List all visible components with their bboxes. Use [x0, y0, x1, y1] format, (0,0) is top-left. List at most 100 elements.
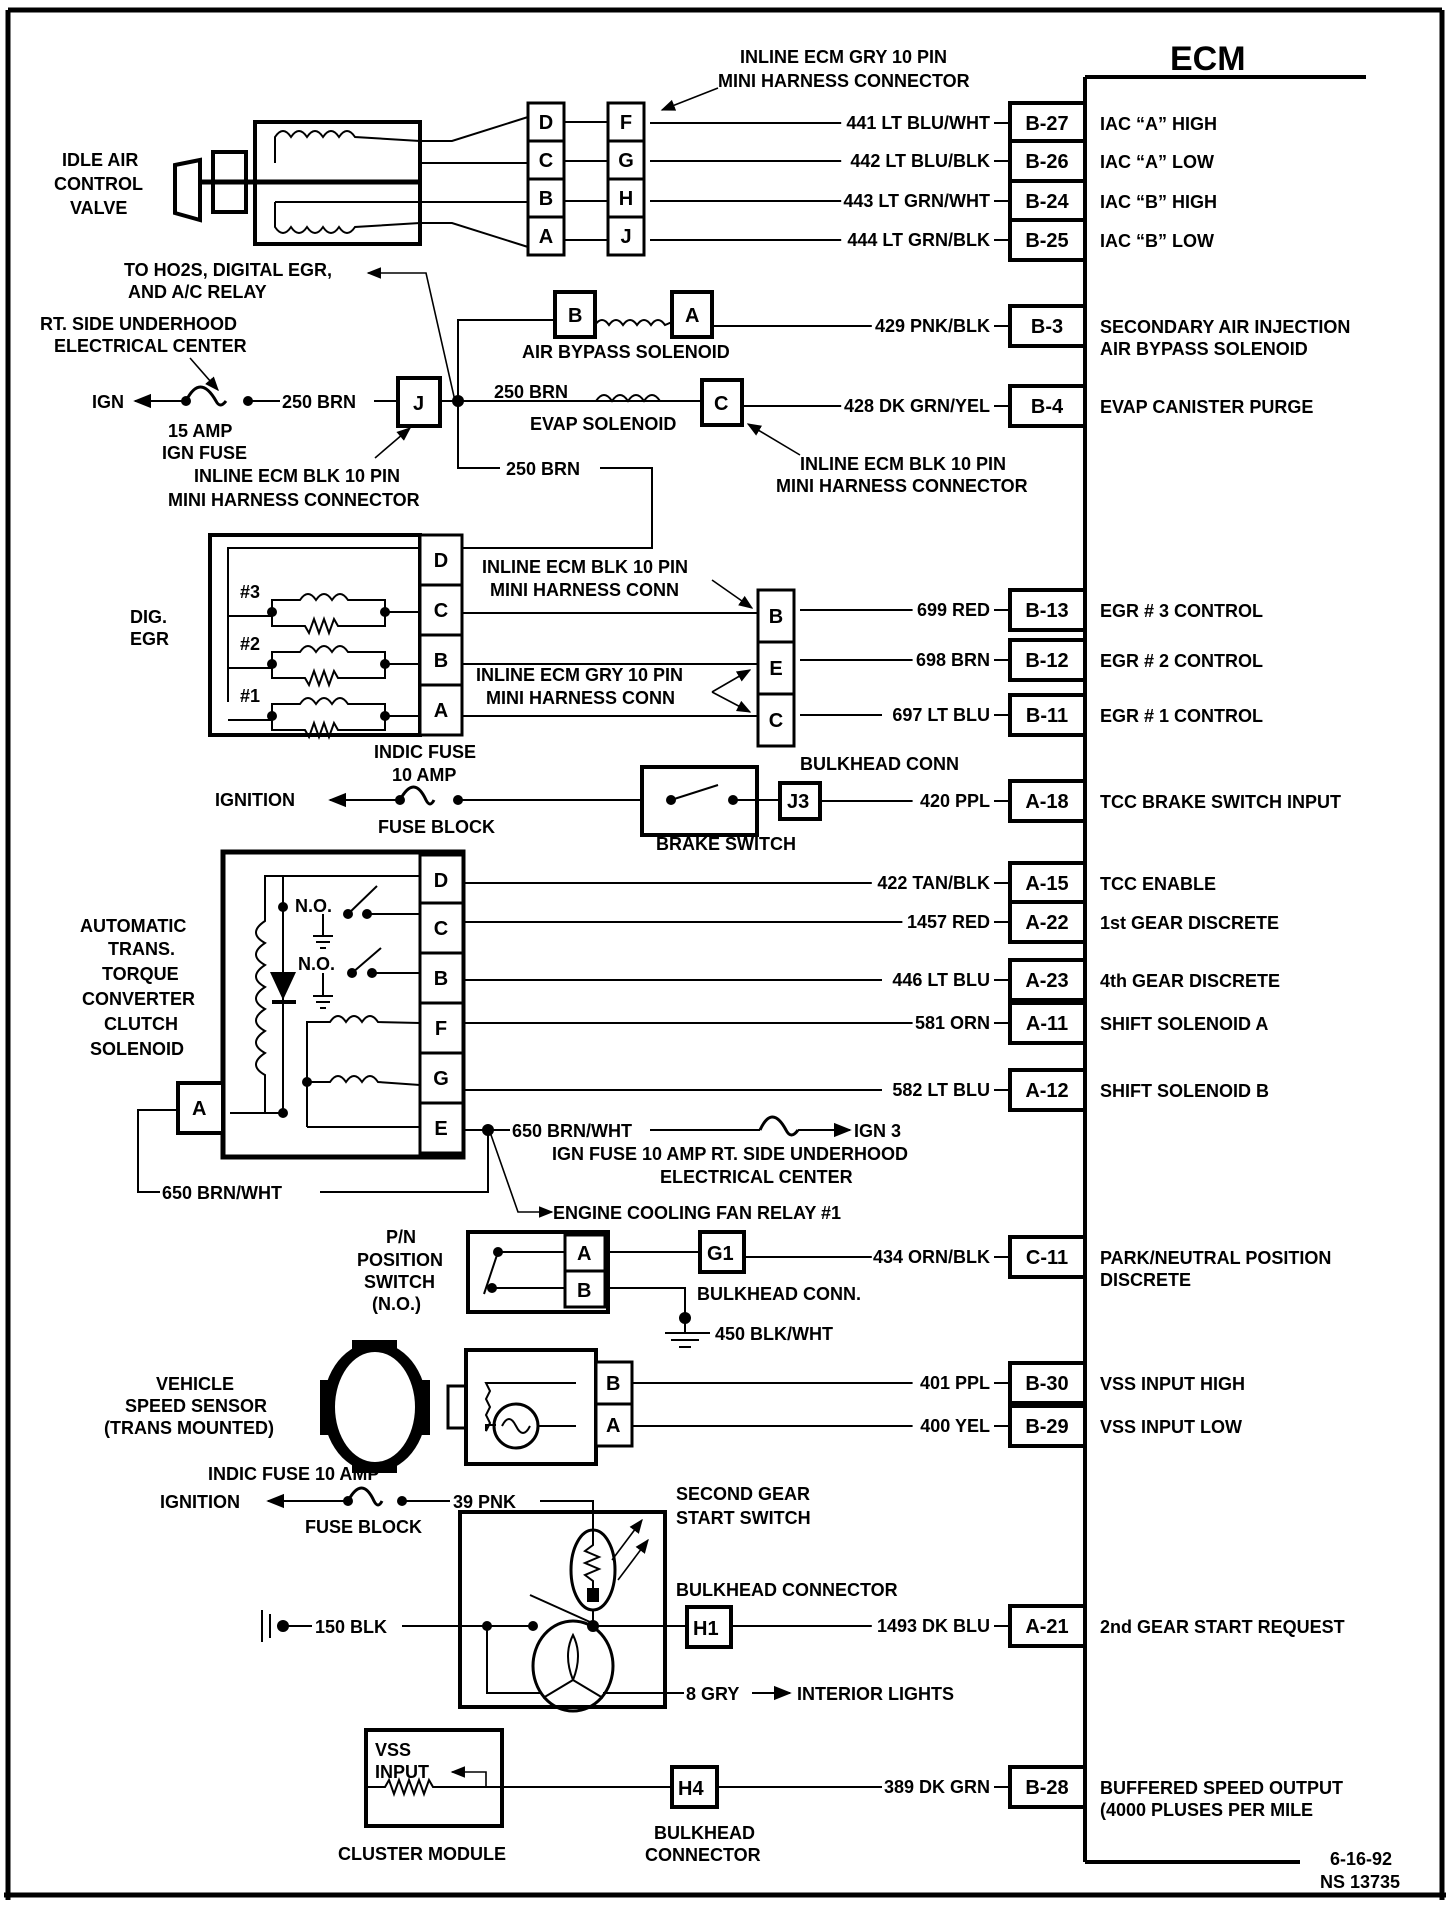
egr-feed-wire-label: 250 BRN [506, 459, 580, 479]
outer-frame [4, 7, 1446, 1900]
ecm-pin-function: EGR # 1 CONTROL [1100, 706, 1263, 726]
egr-blk-conn-label-line2: MINI HARNESS CONN [490, 580, 679, 600]
egr-label-line2: EGR [130, 629, 169, 649]
air-bypass-pin-b: B [568, 305, 582, 327]
valve-pintle-icon [173, 157, 202, 223]
iac-conn1-pin-box [526, 215, 566, 257]
cluster-body [364, 1728, 504, 1828]
egr-solenoid-label: #3 [240, 582, 260, 602]
wire-label: 444 LT GRN/BLK [847, 230, 990, 250]
pn-ground-wire-label: 450 BLK/WHT [715, 1324, 833, 1344]
iac-conn2-label-line2: MINI HARNESS CONNECTOR [718, 71, 970, 91]
wire-label: 428 DK GRN/YEL [844, 396, 990, 416]
egr-conn-pin-box [418, 683, 464, 737]
egr-gry-conn-label-line2: MINI HARNESS CONN [486, 688, 675, 708]
interior-lights-label: INTERIOR LIGHTS [797, 1684, 954, 1704]
ecm-pin-box [1008, 588, 1087, 632]
ecm-pin-box [1008, 638, 1087, 682]
ecm-pin-function: IAC “A” HIGH [1100, 114, 1217, 134]
ecm-pin-function: IAC “B” HIGH [1100, 192, 1217, 212]
iac-label-line1: IDLE AIR [62, 150, 138, 170]
brake-fuse-label-line1: INDIC FUSE [374, 742, 476, 762]
egr-gry-conn-label-line1: INLINE ECM GRY 10 PIN [476, 665, 683, 685]
egr-resistor-icon [271, 712, 386, 740]
ecm-pin-box [1008, 900, 1087, 944]
pn-label-line3: SWITCH [364, 1272, 435, 1292]
iac-conn1-pin-c: C [539, 150, 553, 172]
tcc-pin-g: G [433, 1068, 449, 1090]
egr-conn-pin-box [418, 633, 464, 687]
iac-conn2-pin-box [606, 215, 646, 257]
iac-conn2-pin-box [606, 101, 646, 143]
ecm-pin-function: TCC ENABLE [1100, 874, 1216, 894]
no-label-1: N.O. [295, 896, 332, 916]
cluster-vss-line1: VSS [375, 1740, 411, 1760]
ecm-pin-id: B-13 [1025, 600, 1068, 622]
footer-code: NS 13735 [1320, 1872, 1400, 1892]
ecm-pin-row: 441 LT BLU/WHT B-27 IAC “A” HIGH [650, 101, 1217, 145]
vss-label-line3: (TRANS MOUNTED) [104, 1418, 274, 1438]
ecm-pin-box [1008, 958, 1087, 1002]
cluster-bulkhead-h4: H4 [678, 1778, 704, 1800]
vss-body [464, 1348, 598, 1466]
cluster-module: VSS INPUT CLUSTER MODULE H4 BULKHEAD CON… [338, 1728, 845, 1865]
blk-conn-label-line1: INLINE ECM BLK 10 PIN [194, 466, 400, 486]
ecm-pin-function: (4000 PLUSES PER MILE [1100, 1800, 1313, 1820]
ign3-fuse-label-line1: IGN FUSE 10 AMP RT. SIDE UNDERHOOD [552, 1144, 908, 1164]
vss-label-line1: VEHICLE [156, 1374, 234, 1394]
fuse-label-line2: IGN FUSE [162, 443, 247, 463]
sg-switch-label-line1: SECOND GEAR [676, 1484, 810, 1504]
sg-ground-wire-label: 150 BLK [315, 1617, 387, 1637]
egr-conn-pin-d: D [434, 550, 448, 572]
wire-label: 446 LT BLU [892, 970, 990, 990]
tcc-pin-box [418, 1051, 465, 1105]
wire-label: 441 LT BLU/WHT [846, 113, 990, 133]
sg-switch-label-line2: START SWITCH [676, 1508, 811, 1528]
ecm-pin-id: B-24 [1025, 191, 1069, 213]
iac-conn2-pin-j: J [620, 226, 631, 248]
tcc-e-wire-label: 650 BRN/WHT [512, 1121, 632, 1141]
ecm-pin-id: B-27 [1025, 113, 1068, 135]
ecm-pin-box [1008, 1001, 1087, 1045]
ecm-pin-id: B-4 [1031, 396, 1064, 418]
evap-conn-label-line2: MINI HARNESS CONNECTOR [776, 476, 1028, 496]
pn-label-line2: POSITION [357, 1250, 443, 1270]
underhood-center-label-line1: RT. SIDE UNDERHOOD [40, 314, 237, 334]
ecm-pin-function: SECONDARY AIR INJECTION [1100, 317, 1350, 337]
ecm-pin-id: C-11 [1026, 1247, 1068, 1269]
ecm-pin-function: IAC “A” LOW [1100, 152, 1214, 172]
wire-label: 697 LT BLU [892, 705, 990, 725]
egr-conn-pin-c: C [434, 600, 448, 622]
ecm-pin-id: A-22 [1025, 912, 1068, 934]
pn-label-line1: P/N [386, 1227, 416, 1247]
ecm-pin-id: A-15 [1025, 873, 1068, 895]
ecm-pin-box [1008, 384, 1087, 428]
cluster-bulkhead-label-line2: CONNECTOR [645, 1845, 761, 1865]
egr-inline-pin-c: C [769, 710, 783, 732]
ground-icon [313, 914, 333, 949]
ecm-pin-box [1008, 779, 1087, 823]
iac-body [253, 120, 422, 246]
ecm-pin-box [1008, 179, 1087, 223]
tcc-label-line5: CLUTCH [104, 1014, 178, 1034]
pn-bulkhead-g1: G1 [707, 1243, 734, 1265]
egr-coil-icon [271, 645, 386, 660]
wire-label: 699 RED [917, 600, 990, 620]
ecm-pin-box [1008, 218, 1087, 262]
iac-conn2-pin-g: G [618, 150, 634, 172]
iac-label-line3: VALVE [70, 198, 127, 218]
evap-coil-icon [595, 394, 702, 403]
egr-inline-pin-e: E [769, 658, 782, 680]
pn-switch-contact-icon [483, 1251, 499, 1295]
sg-ignition-label: IGNITION [160, 1492, 240, 1512]
ign3-fuse-icon [758, 1115, 800, 1137]
no-label-2: N.O. [298, 954, 335, 974]
